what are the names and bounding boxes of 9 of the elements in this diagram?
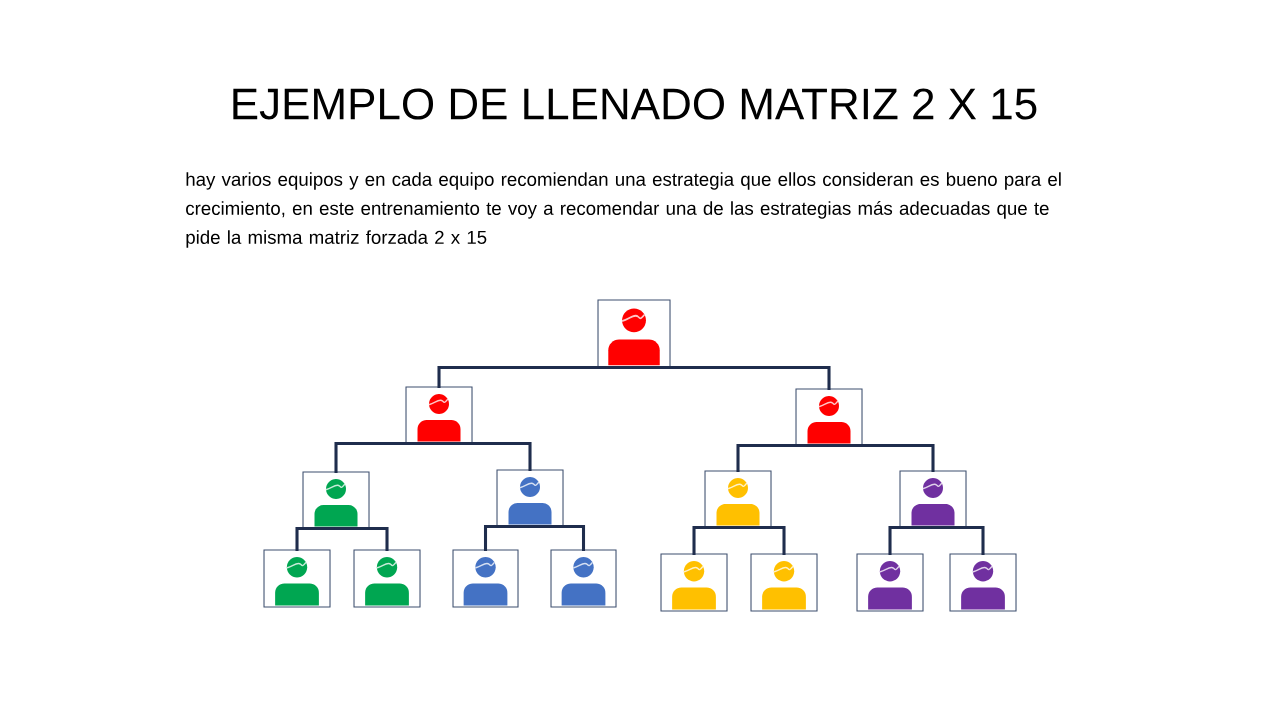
connector-line: [528, 525, 586, 551]
connector-line: [334, 527, 389, 551]
connector-line: [736, 526, 786, 555]
connector-line: [931, 526, 985, 555]
body-text: hay varios equipos y en cada equipo recomiendan una estrategia que ellos consideran es bueno para el crecimiento, en este entrenamiento te voy a recomendar una de las estrategias más adecuadas que te pide la misma matriz forzada 2 x 15: [186, 172, 1061, 248]
connector-line: [437, 442, 532, 471]
connector-line: [632, 366, 831, 390]
title: EJEMPLO DE LLENADO MATRIZ 2 X 15: [233, 88, 1037, 120]
connector-line: [827, 444, 935, 472]
